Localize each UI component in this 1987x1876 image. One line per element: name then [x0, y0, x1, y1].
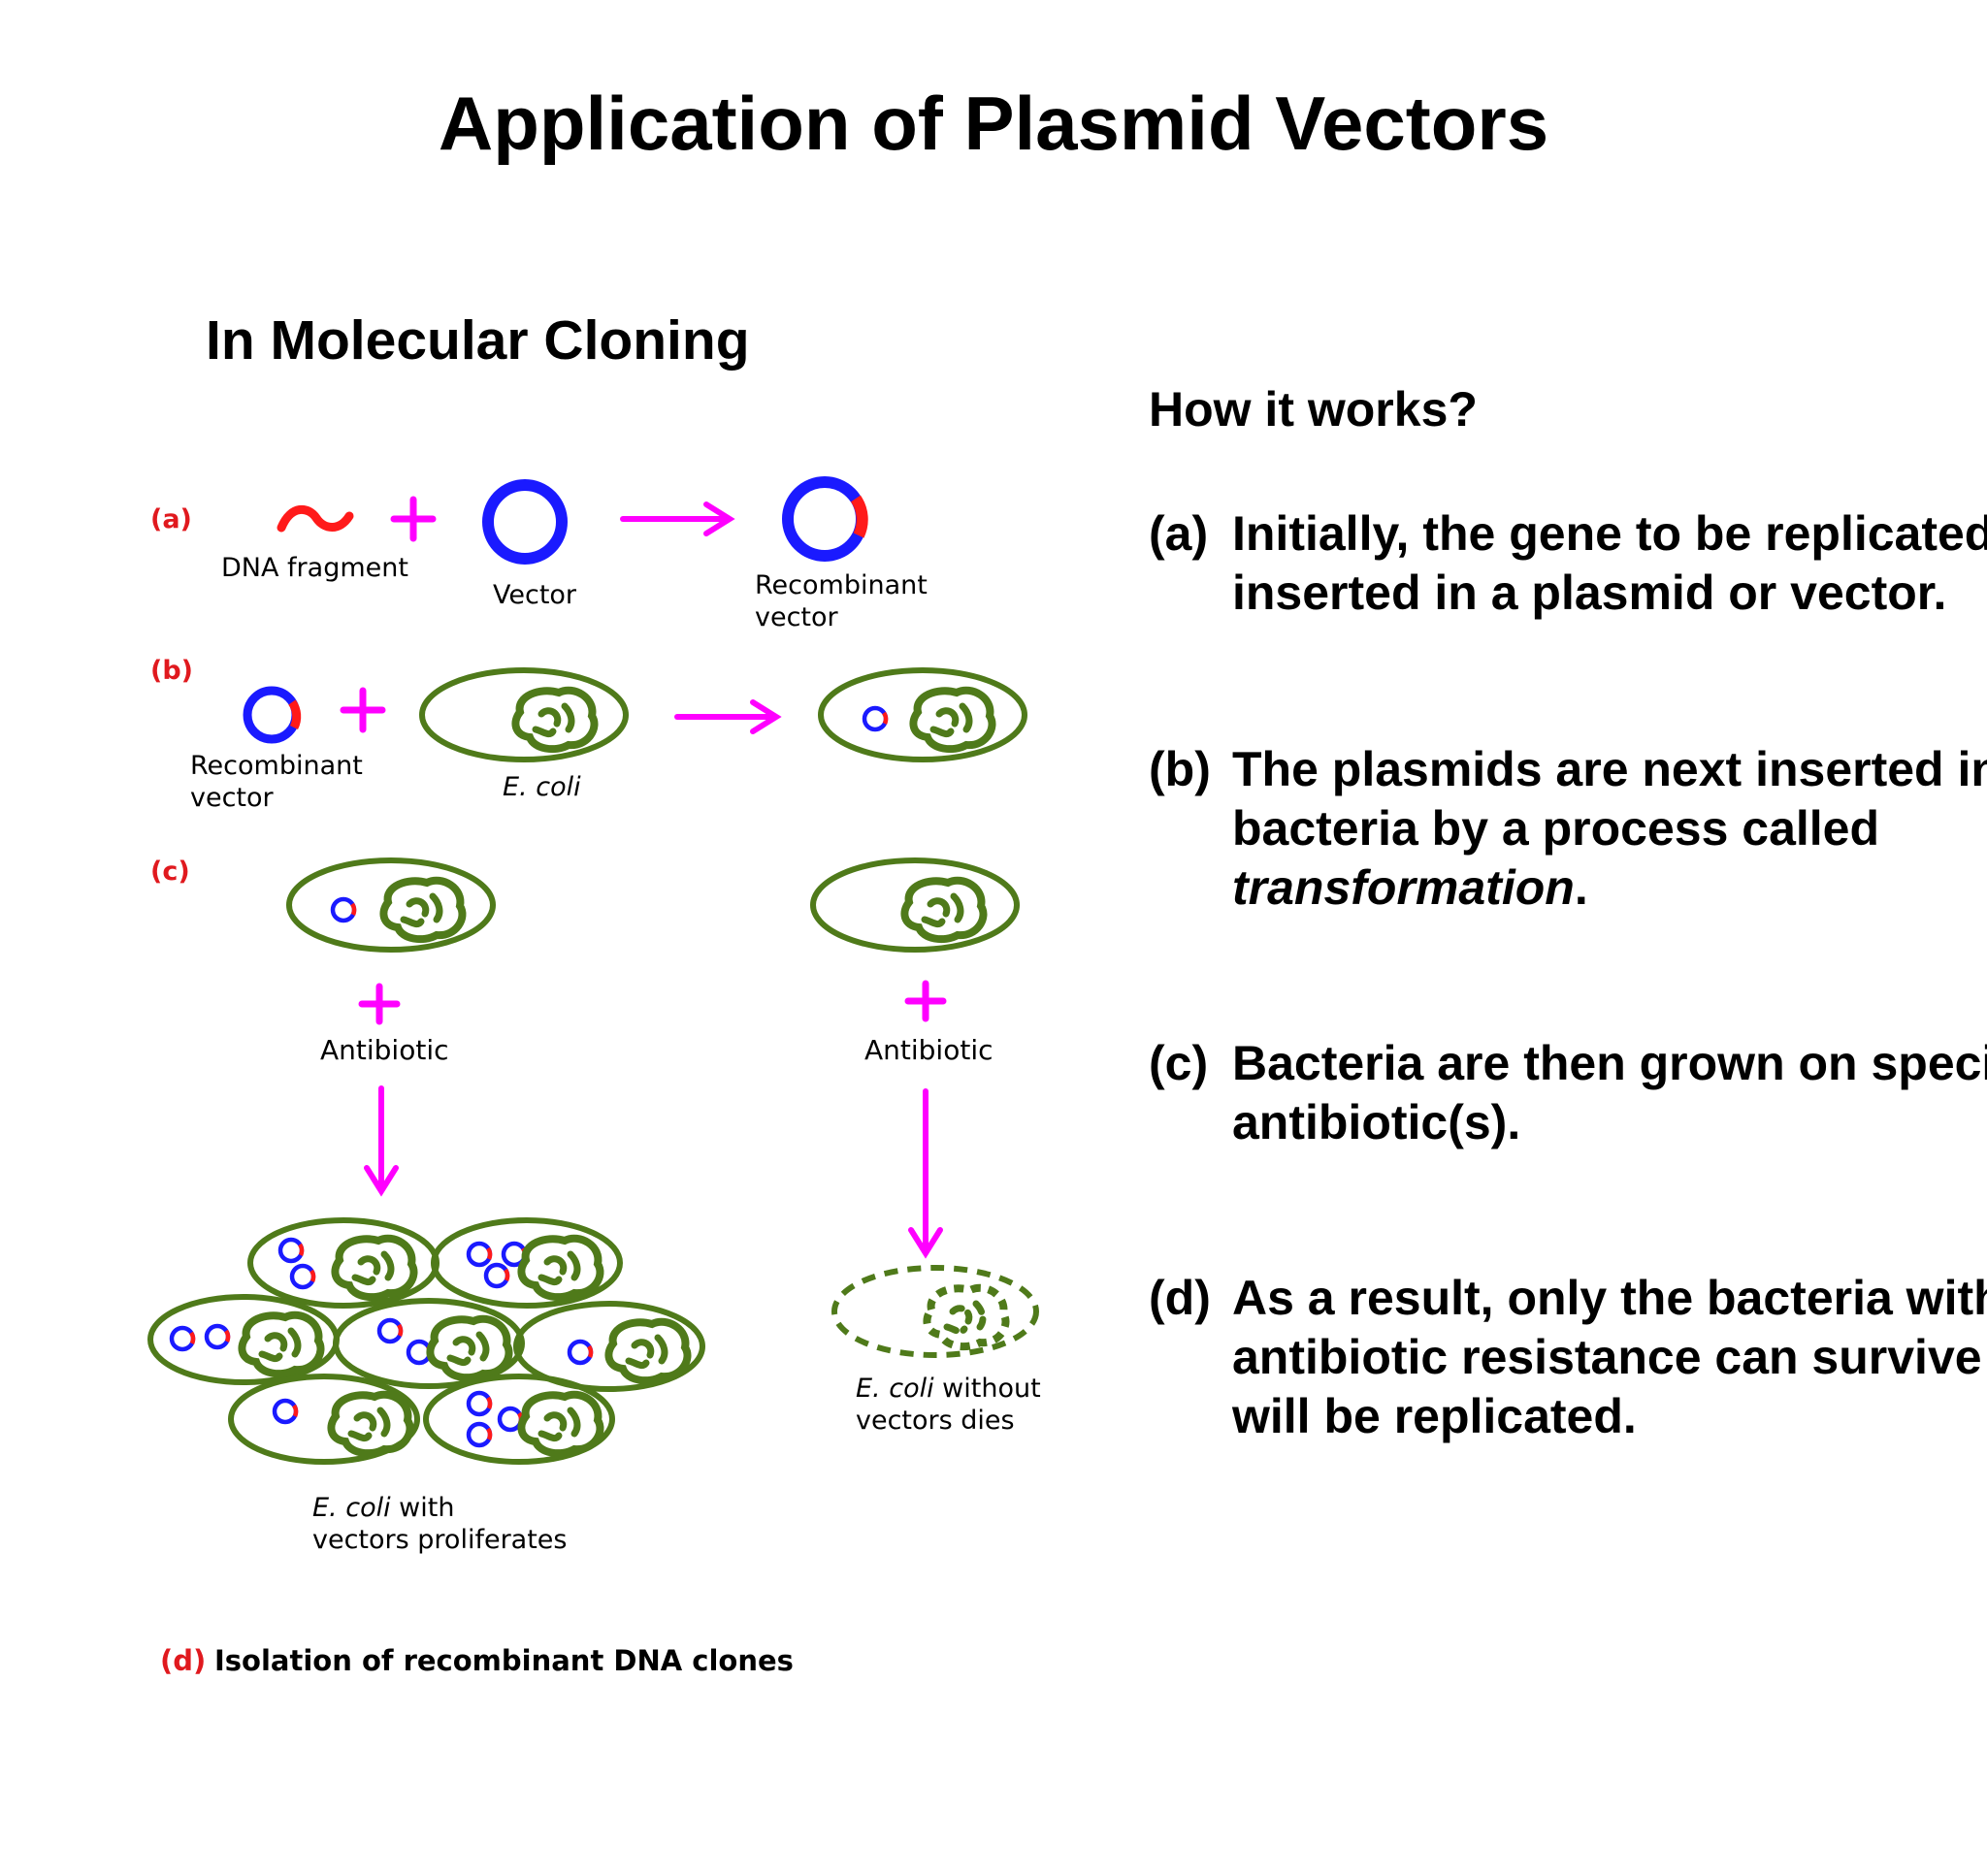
ecoli-cell-icon [419, 667, 629, 762]
row-label-a: (a) [150, 504, 192, 534]
arrow-right-icon [620, 501, 735, 536]
step-text: As a result, only the bacteria with anti… [1232, 1271, 1987, 1443]
ecoli-label: E. coli [503, 772, 581, 802]
diagram-caption: Isolation of recombinant DNA clones [214, 1644, 794, 1677]
proliferate-label-line2: vectors proliferates [312, 1525, 568, 1555]
arrow-down-icon [364, 1085, 399, 1197]
colony-cell-icon [147, 1294, 340, 1385]
recombinant-label-line2: vector [190, 783, 275, 813]
step-text: Bacteria are then grown on specific anti… [1232, 1036, 1987, 1149]
recombinant-vector-icon [782, 476, 868, 562]
proliferate-label-line1: E. coli with [312, 1493, 454, 1523]
step-text: Initially, the gene to be replicated is … [1232, 506, 1987, 620]
recombinant-label-line2: vector [755, 602, 839, 632]
step-text: The plasmids are next inserted into bact… [1232, 742, 1987, 915]
row-label-d: (d) [160, 1644, 206, 1677]
dna-fragment-label: DNA fragment [221, 553, 408, 583]
step-letter: (b) [1149, 742, 1211, 796]
row-label-c: (c) [150, 857, 190, 887]
recombinant-vector-icon [243, 686, 302, 744]
row-label-b: (b) [150, 656, 193, 686]
plus-icon [340, 687, 386, 733]
dna-fragment-icon [277, 505, 354, 533]
step-letter: (a) [1149, 506, 1209, 561]
recombinant-label-line1: Recombinant [755, 570, 928, 600]
plus-icon [904, 980, 947, 1022]
transformed-cell-icon [818, 667, 1027, 762]
vector-plasmid-icon [482, 479, 568, 565]
colony-cell-icon [423, 1374, 615, 1465]
recombinant-label-line1: Recombinant [190, 751, 363, 781]
colony-cell-icon [333, 1298, 525, 1389]
colony-cell-icon [431, 1217, 623, 1309]
plus-icon [358, 983, 401, 1025]
how-heading: How it works? [1149, 382, 1478, 437]
colony-cell-icon [513, 1301, 705, 1392]
dying-cell-icon [831, 1265, 1039, 1358]
antibiotic-label: Antibiotic [320, 1034, 449, 1066]
step-letter: (c) [1149, 1036, 1209, 1090]
arrow-down-icon [908, 1088, 943, 1259]
antibiotic-label: Antibiotic [864, 1034, 994, 1066]
dies-label-line1: E. coli without [856, 1374, 1041, 1404]
dies-label-line2: vectors dies [856, 1406, 1015, 1436]
step-letter: (d) [1149, 1271, 1211, 1325]
vector-label: Vector [493, 580, 577, 610]
plus-icon [390, 496, 437, 542]
proliferating-colony [147, 1217, 705, 1465]
section-subtitle: In Molecular Cloning [206, 309, 750, 372]
page-title: Application of Plasmid Vectors [438, 81, 1549, 166]
colony-cell-icon [228, 1374, 420, 1465]
untransformed-cell-icon [810, 857, 1020, 953]
transformed-cell-icon [286, 857, 496, 953]
arrow-right-icon [674, 699, 782, 734]
step-emphasis: transformation [1232, 860, 1575, 915]
colony-cell-icon [247, 1217, 440, 1309]
